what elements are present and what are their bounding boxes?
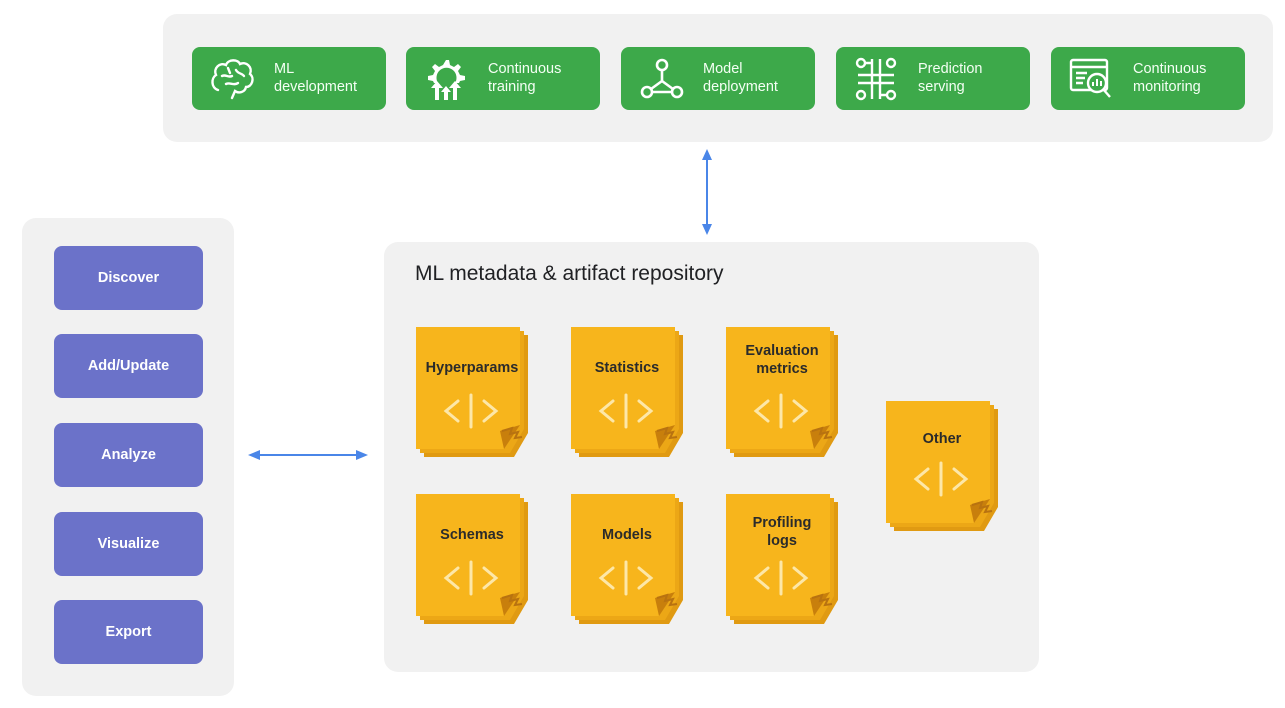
artifact-label: Evaluation metrics — [745, 343, 819, 377]
document-stack-icon — [416, 494, 528, 624]
network-nodes-icon — [640, 58, 684, 99]
circuit-icon — [855, 57, 897, 101]
code-icon — [598, 560, 654, 596]
code-icon — [443, 560, 499, 596]
artifact-label: Statistics — [594, 360, 660, 376]
repository-title: ML metadata & artifact repository — [415, 262, 724, 285]
document-stack-icon — [886, 401, 998, 531]
artifact-label: Schemas — [440, 527, 504, 543]
document-stack-icon — [571, 327, 683, 457]
artifact-schemas[interactable]: Schemas — [416, 494, 536, 634]
artifact-evaluation-metrics[interactable]: Evaluation metrics — [726, 327, 846, 467]
artifact-label: Other — [922, 431, 962, 447]
stage-label: Prediction serving — [918, 61, 983, 95]
add-update-button[interactable]: Add/Update — [54, 334, 203, 398]
analyze-button[interactable]: Analyze — [54, 423, 203, 487]
stage-label: Model deployment — [703, 61, 778, 95]
stage-prediction-serving[interactable]: Prediction serving — [836, 47, 1030, 110]
export-button[interactable]: Export — [54, 600, 203, 664]
gear-arrows-icon — [428, 60, 465, 100]
code-icon — [753, 560, 809, 596]
artifact-models[interactable]: Models — [571, 494, 691, 634]
artifact-label: Models — [602, 527, 652, 543]
code-icon — [598, 393, 654, 429]
visualize-button[interactable]: Visualize — [54, 512, 203, 576]
document-stack-icon — [571, 494, 683, 624]
brain-icon — [211, 59, 254, 100]
document-stack-icon — [726, 494, 838, 624]
stage-label: ML development — [274, 61, 358, 95]
vertical-double-arrow — [702, 149, 712, 235]
document-stack-icon — [416, 327, 528, 457]
artifact-label: Hyperparams — [425, 360, 519, 376]
code-icon — [913, 461, 969, 497]
code-icon — [753, 393, 809, 429]
discover-button[interactable]: Discover — [54, 246, 203, 310]
horizontal-double-arrow — [248, 450, 368, 460]
stage-continuous-training[interactable]: Continuous training — [406, 47, 600, 110]
code-icon — [443, 393, 499, 429]
stage-ml-development[interactable]: ML development — [192, 47, 386, 110]
artifact-hyperparams[interactable]: Hyperparams — [416, 327, 536, 467]
artifact-label: Profiling logs — [752, 515, 812, 549]
stage-continuous-monitoring[interactable]: Continuous monitoring — [1051, 47, 1245, 110]
stage-label: Continuous monitoring — [1133, 61, 1207, 95]
document-stack-icon — [726, 327, 838, 457]
artifact-profiling-logs[interactable]: Profiling logs — [726, 494, 846, 634]
stage-model-deployment[interactable]: Model deployment — [621, 47, 815, 110]
stage-label: Continuous training — [488, 61, 562, 95]
monitor-chart-icon — [1069, 58, 1111, 98]
artifact-other[interactable]: Other — [886, 401, 1006, 541]
artifact-statistics[interactable]: Statistics — [571, 327, 691, 467]
